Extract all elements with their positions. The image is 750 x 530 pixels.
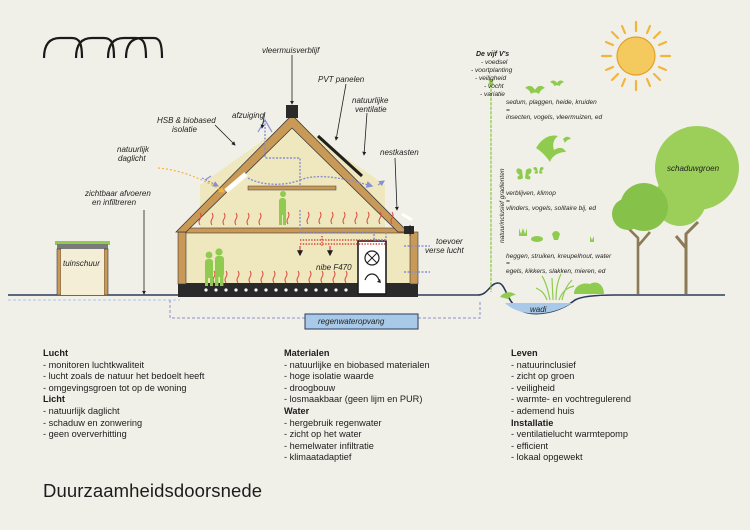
label-natuurlijke-ventilatie-1: natuurlijke — [352, 96, 389, 105]
heading-leven: Leven — [511, 348, 538, 358]
list-item: - hemelwater infiltratie — [284, 440, 374, 451]
label-afzuiging: afzuiging — [232, 111, 265, 120]
heading-lucht: Lucht — [43, 348, 69, 358]
zone-2-line: vlinders, vogels, solitaire bij, ed — [506, 205, 596, 212]
label-zichtbaar-2: en infiltreren — [92, 198, 137, 207]
list-item: - lucht zoals de natuur het bedoelt heef… — [43, 371, 205, 382]
list-item: - efficient — [511, 440, 549, 451]
zone-2-line: verblijven, klimop — [506, 190, 556, 197]
list-item: - warmte- en vochtregulerend — [511, 394, 632, 405]
bush — [574, 282, 604, 294]
list-item: - veiligheid — [511, 382, 555, 393]
list-item: - droogbouw — [284, 382, 336, 393]
zone-1-line: sedum, plaggen, heide, kruiden — [506, 99, 597, 106]
critters-icon — [500, 228, 594, 299]
list-item: - natuurinclusief — [511, 359, 576, 370]
vijf-vs-item: - vocht — [484, 83, 505, 90]
list-item: - lokaal opgewekt — [511, 452, 583, 463]
list-water: - hergebruik regenwater - zicht op het w… — [284, 418, 484, 464]
list-item: - hergebruik regenwater — [284, 417, 382, 428]
heading-materialen: Materialen — [284, 348, 330, 358]
label-pvt-panelen: PVT panelen — [318, 75, 365, 84]
list-installatie: - ventilatielucht warmtepomp - efficient… — [511, 429, 711, 464]
label-hsb-1: HSB & biobased — [157, 116, 216, 125]
list-item: - natuurlijk daglicht — [43, 405, 120, 416]
label-daglicht-1: natuurlijk — [117, 145, 150, 154]
vijf-vs-item: - voedsel — [481, 59, 508, 66]
label-schaduwgroen: schaduwgroen — [667, 164, 720, 173]
label-daglicht-2: daglicht — [118, 154, 146, 163]
list-item: - klimaatadaptief — [284, 452, 352, 463]
label-hsb-2: isolatie — [172, 125, 197, 134]
list-item: - omgevingsgroen tot op de woning — [43, 382, 187, 393]
label-natuurlijke-ventilatie-2: ventilatie — [355, 105, 387, 114]
zone-3-line: = — [506, 260, 510, 267]
column-leven-installatie: Leven - natuurinclusief - zicht op groen… — [511, 348, 711, 464]
drain-dash — [169, 300, 481, 319]
section-diagram: vleermuisverblijf PVT panelen natuurlijk… — [8, 20, 739, 330]
list-item: - zicht op groen — [511, 371, 575, 382]
heading-water: Water — [284, 405, 310, 416]
label-gradient: natuurinclusief gradienten — [499, 168, 506, 243]
vijf-vs-title: De vijf V's — [476, 51, 509, 58]
vijf-vs-item: - veiligheid — [475, 75, 506, 82]
list-item: - ventilatielucht warmtepomp — [511, 429, 628, 440]
vijf-vs-item: - variatie — [480, 91, 505, 98]
bat-icon — [525, 80, 564, 94]
zone-1-line: insecten, vogels, vleermuizen, ed — [506, 114, 602, 121]
zone-1-line: = — [506, 107, 510, 114]
heading-licht: Licht — [43, 394, 65, 405]
label-zichtbaar-1: zichtbaar afvoeren — [84, 189, 151, 198]
label-wadi: wadi — [530, 305, 547, 314]
list-lucht: - monitoren luchtkwaliteit - lucht zoals… — [43, 360, 243, 395]
column-lucht-licht: Lucht - monitoren luchtkwaliteit - lucht… — [43, 348, 243, 441]
vijf-vs-item: - voortplanting — [471, 67, 513, 74]
list-item: - schaduw en zonwering — [43, 417, 143, 428]
house-section — [157, 105, 430, 297]
list-leven: - natuurinclusief - zicht op groen - vei… — [511, 360, 711, 418]
list-item: - zicht op het water — [284, 429, 362, 440]
list-materialen: - natuurlijke en biobased materialen - h… — [284, 360, 484, 406]
butterfly-icon — [516, 167, 544, 180]
list-licht: - natuurlijk daglicht - schaduw en zonwe… — [43, 406, 243, 441]
zone-3-line: egels, kikkers, slakken, mieren, ed — [506, 268, 606, 275]
list-item: - losmaakbaar (geen lijm en PUR) — [284, 394, 423, 405]
page-title: Duurzaamheidsdoorsnede — [43, 480, 263, 501]
column-materialen-water: Materialen - natuurlijke en biobased mat… — [284, 348, 484, 464]
wadi-water — [505, 303, 572, 314]
list-item: - ademend huis — [511, 405, 575, 416]
list-item: - monitoren luchtkwaliteit — [43, 359, 145, 370]
zone-3-line: heggen, struiken, kreupelhout, water — [506, 253, 612, 260]
zone-2-line: = — [506, 198, 510, 205]
reeds-plant — [535, 273, 575, 301]
label-nestkasten: nestkasten — [380, 148, 419, 157]
label-nibe: nibe F470 — [316, 263, 352, 272]
label-toevoer-1: toevoer — [436, 237, 463, 246]
label-vleermuisverblijf: vleermuisverblijf — [262, 46, 320, 55]
list-item: - natuurlijke en biobased materialen — [284, 359, 430, 370]
sun-icon — [600, 20, 672, 92]
label-toevoer-2: verse lucht — [425, 246, 464, 255]
heading-installatie: Installatie — [511, 417, 554, 428]
list-item: - geen oververhitting — [43, 429, 127, 440]
brand-logo — [42, 36, 164, 59]
label-tuinschuur: tuinschuur — [63, 259, 100, 268]
label-regenwateropvang: regenwateropvang — [318, 317, 385, 326]
tuinschuur-shed — [55, 241, 110, 296]
regenwater-tank — [304, 313, 419, 330]
list-item: - hoge isolatie waarde — [284, 371, 374, 382]
bird-icon — [536, 135, 571, 162]
people-figures — [205, 191, 286, 286]
tree-small — [612, 183, 668, 294]
